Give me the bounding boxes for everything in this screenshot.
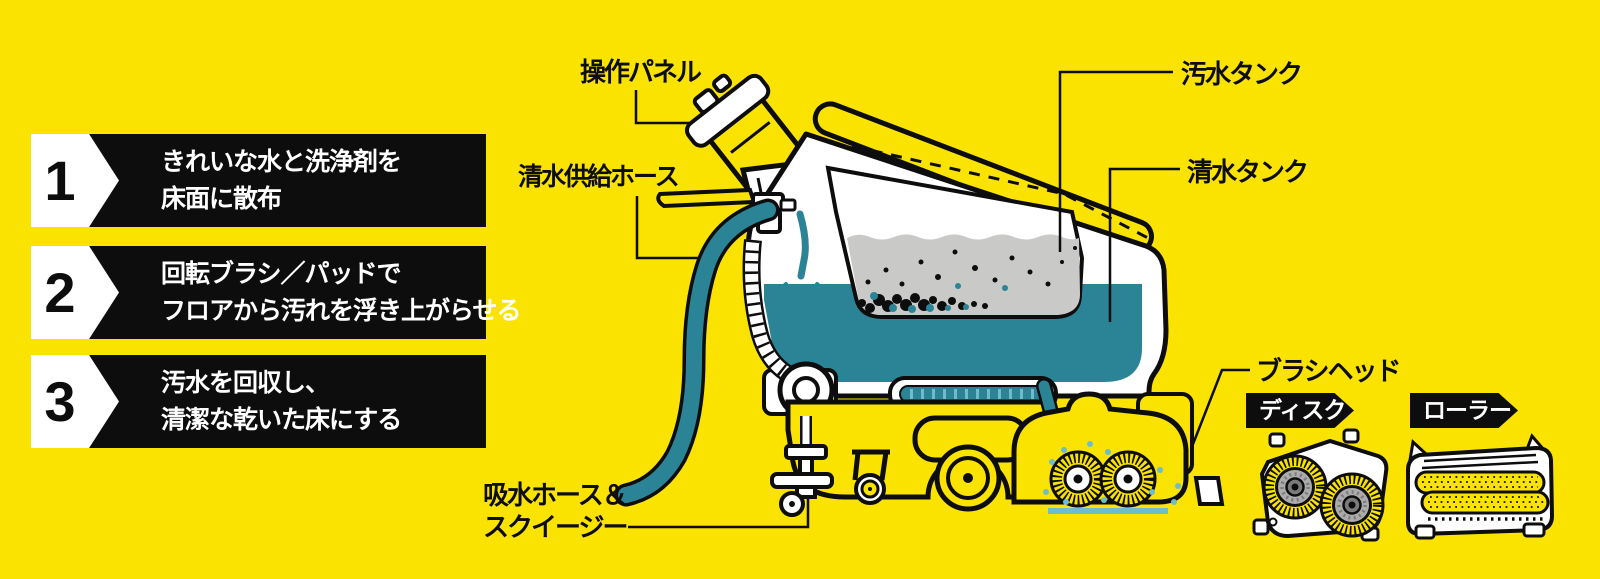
label-brush-head: ブラシヘッド	[1256, 356, 1401, 386]
roller-brush-top	[1414, 470, 1546, 495]
roller-head-illustration	[1406, 433, 1555, 540]
spray-water	[1043, 441, 1181, 514]
brush-roller-left	[1049, 450, 1107, 508]
step-2-text: 回転ブラシ／パッドで フロアから汚れを浮き上がらせる	[161, 259, 522, 325]
label-clean-water-supply-hose: 清水供給ホース	[518, 163, 680, 191]
leader-line-clean-water-tank	[1108, 167, 1180, 322]
disk-head-illustration	[1252, 428, 1389, 542]
dirty-water-basin	[825, 165, 1085, 319]
brush-roller-right	[1099, 450, 1157, 508]
label-clean-water-tank: 清水タンク	[1187, 157, 1309, 187]
tank-lid-dashed	[851, 144, 1149, 240]
disk-brush-left	[1262, 454, 1328, 520]
step-2: 2 回転ブラシ／パッドで フロアから汚れを浮き上がらせる	[31, 246, 522, 339]
label-control-panel: 操作パネル	[580, 57, 702, 87]
leader-line-control-panel	[634, 90, 705, 125]
leader-line-supply-hose	[635, 196, 718, 260]
squeegee-assembly	[770, 416, 834, 517]
step-1-text: きれいな水と洗浄剤を 床面に散布	[161, 147, 402, 213]
label-dirty-water-tank: 汚水タンク	[1181, 59, 1303, 89]
step-3-text: 汚水を回収し、 清潔な乾いた床にする	[161, 368, 402, 434]
roller-brush-bottom	[1420, 490, 1550, 515]
supply-hose	[614, 198, 780, 507]
step-2-arrow: 2	[31, 246, 119, 339]
caster-wheel	[852, 449, 890, 505]
step-2-number: 2	[44, 260, 76, 324]
leader-line-brush-head	[1184, 368, 1250, 463]
step-1-arrow: 1	[31, 134, 119, 227]
step-3: 3 汚水を回収し、 清潔な乾いた床にする	[31, 355, 486, 448]
leader-line-dirty-water-tank	[1058, 70, 1173, 252]
label-suction-hose-squeegee: 吸水ホース＆ スクイージー	[483, 480, 628, 542]
control-panel-part	[685, 73, 818, 213]
rear-squeegee	[1193, 476, 1225, 506]
badge-disk: ディスク	[1246, 393, 1354, 428]
machine	[614, 73, 1225, 517]
step-1-number: 1	[44, 148, 76, 212]
badge-roller: ローラー	[1410, 393, 1518, 428]
vacuum-hose	[742, 239, 793, 382]
step-3-number: 3	[44, 369, 76, 433]
drive-wheel	[934, 444, 1002, 512]
disk-brush-right	[1319, 472, 1385, 538]
step-3-arrow: 3	[31, 355, 119, 448]
step-1: 1 きれいな水と洗浄剤を 床面に散布	[31, 134, 486, 227]
pour-stream	[796, 210, 809, 280]
